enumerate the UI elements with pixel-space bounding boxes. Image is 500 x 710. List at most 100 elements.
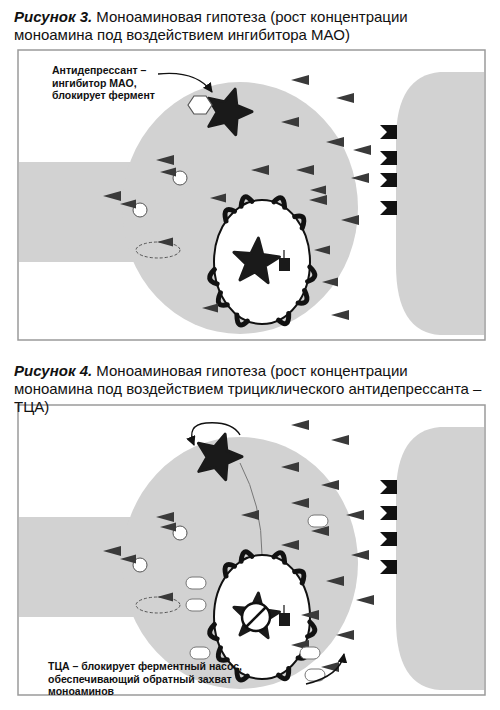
tca-molecule [300,647,320,659]
monoamine-triangle [336,93,354,103]
receptor [380,151,397,165]
monoamine-triangle [351,173,369,183]
reuptake-pump [308,622,315,637]
cycle-arrow [192,423,240,445]
monoamine-triangle [346,510,364,520]
granule [136,597,180,613]
tca-molecule [186,577,206,589]
monoamine-triangle [314,246,330,255]
monoamine-triangle [301,610,319,620]
monoamine-triangle [202,304,218,313]
reuptake-pump [210,270,217,284]
monoamine-triangle [309,195,327,205]
postsynaptic-neuron [396,72,484,335]
monoamine-triangle [156,155,174,165]
monoamine-triangle [351,550,369,560]
monoamine-triangle [296,165,314,175]
monoamine-triangle [120,200,136,209]
monoamine-triangle [321,662,339,672]
reuptake-pump [218,648,227,660]
monoamine-triangle [321,480,339,490]
monoamine-triangle [103,546,121,556]
reuptake-pump [274,198,285,208]
mao-enzyme [198,434,242,480]
tca-molecule [190,647,210,659]
figure-caption: Рисунок 3. Моноаминовая гипотеза (рост к… [14,8,484,44]
monoamine-triangle [241,510,259,520]
monoamine-triangle [160,523,176,532]
monoamine-triangle [326,137,344,147]
monoamine-triangle [281,462,299,472]
block-sign [242,603,270,631]
monoamine-triangle [103,191,121,201]
monoamine-triangle [311,526,329,536]
tag-block [279,613,290,626]
tca-molecule [308,515,328,527]
tag-block [279,258,290,271]
maoi-drug [188,96,212,114]
monoamine-triangle [341,215,359,225]
reuptake-pump [298,291,307,304]
monoamine-triangle [336,630,354,640]
receptor [380,506,397,520]
panel-frame [18,50,485,340]
figure-number: Рисунок 4. [14,362,92,379]
monoamine-triangle [291,498,309,508]
monoamine-triangle [156,512,174,522]
reuptake-pump [225,565,234,576]
presynaptic-terminal [122,437,358,689]
reuptake-pump [210,625,217,639]
tag-line [283,605,284,613]
panel-frame [18,405,485,695]
reuptake-pump [279,314,289,324]
granule [136,242,180,258]
reuptake-pump [225,210,234,221]
tag-line [283,250,284,258]
thin-line [240,463,262,555]
reuptake-pump [295,571,304,583]
monoamine-triangle [157,593,173,602]
monoamine-triangle [310,186,326,195]
figure-number: Рисунок 3. [14,8,92,25]
monoamine-triangle [157,238,173,247]
monoamine-triangle [322,278,338,287]
monoamine-triangle [210,194,226,203]
reuptake-pump [295,216,304,228]
monoamine-triangle [331,435,349,445]
presynaptic-terminal [122,82,358,334]
vesicle [214,200,310,324]
monoamine-triangle [281,540,299,550]
leader-arrow [306,654,344,684]
monoamine-triangle [281,117,299,127]
receptor [380,125,397,139]
reuptake-pump [274,553,285,563]
receptor [380,560,397,574]
monoamine-triangle [251,165,269,175]
figure-4-panel [18,405,485,695]
reuptake-pump [308,267,315,282]
monoamine-triangle [160,168,176,177]
figure-caption: Рисунок 4. Моноаминовая гипотеза (рост к… [14,362,484,416]
reuptake-pump [279,669,289,679]
monoamine-triangle [356,595,374,605]
reuptake-pump [237,315,248,325]
reuptake-pump [241,552,252,561]
postsynaptic-neuron [396,427,484,690]
reuptake-pump [241,197,252,206]
receptor [380,173,397,187]
receptor [380,532,397,546]
mao-enzyme [208,89,252,135]
receptor [380,480,397,494]
reuptake-pump [218,293,227,305]
receptor [380,201,397,215]
monoamine-triangle [326,576,344,586]
leader-arrow [158,73,212,92]
monoamine-triangle [120,555,136,564]
monoamine-triangle [291,75,309,85]
monoamine-store [234,238,280,283]
tca-molecule [186,599,206,611]
monoamine-triangle [291,420,309,430]
callout-text: Антидепрессант – ингибитор МАО, блокируе… [52,64,156,102]
callout-text: ТЦА – блокирует ферментный насос, обеспе… [48,660,298,698]
